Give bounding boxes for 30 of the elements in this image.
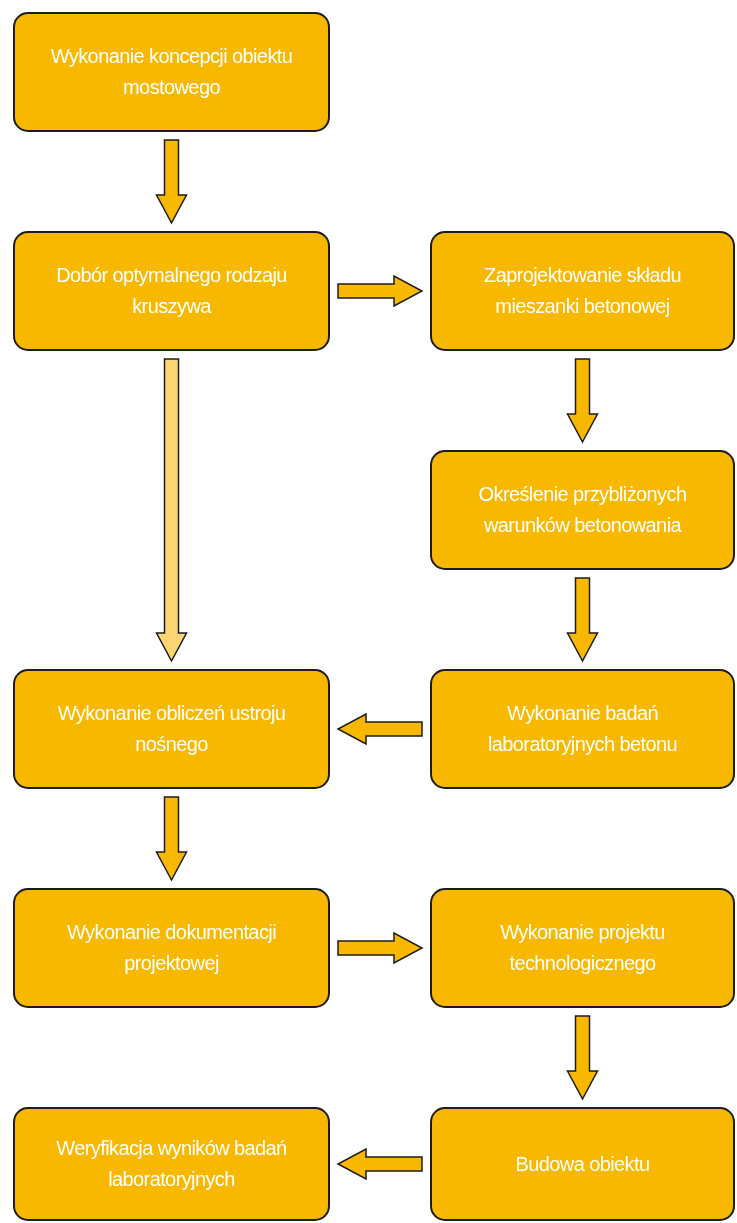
box-label: Zaprojektowanie składu mieszanki betonowej <box>483 263 682 319</box>
process-box <box>13 12 330 132</box>
box-label: Dobór optymalnego rodzaju kruszywa <box>55 263 288 319</box>
block-arrow <box>155 358 188 663</box>
block-arrow <box>336 712 423 746</box>
block-arrow <box>337 274 424 308</box>
process-box <box>430 231 735 351</box>
process-box <box>13 888 330 1008</box>
block-arrow <box>566 577 599 663</box>
process-box <box>13 231 330 351</box>
process-box <box>13 1107 330 1221</box>
box-label: Wykonanie koncepcji obiektu mostowego <box>49 44 294 100</box>
process-box <box>430 669 735 789</box>
box-label: Wykonanie dokumentacji projektowej <box>66 920 277 976</box>
box-label: Wykonanie obliczeń ustroju nośnego <box>56 701 287 757</box>
process-box <box>430 888 735 1008</box>
block-arrow <box>155 139 188 225</box>
box-label: Weryfikacja wyników badań laboratoryjnych <box>55 1136 288 1192</box>
block-arrow <box>566 358 599 444</box>
block-arrow <box>155 796 188 882</box>
process-box <box>13 669 330 789</box>
block-arrow <box>566 1015 599 1101</box>
box-label: Określenie przybliżonych warunków betonowania <box>477 482 688 538</box>
box-label: Budowa obiektu <box>515 1151 650 1177</box>
process-box <box>430 1107 735 1221</box>
box-label: Wykonanie badań laboratoryjnych betonu <box>486 701 679 757</box>
process-box <box>430 450 735 570</box>
block-arrow <box>337 931 424 965</box>
box-label: Wykonanie projektu technologicznego <box>499 920 666 976</box>
block-arrow <box>336 1147 423 1181</box>
